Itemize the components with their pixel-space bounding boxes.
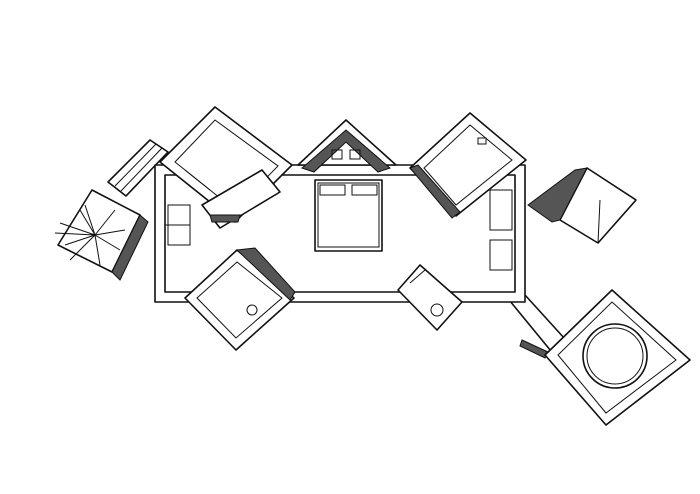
stair-left bbox=[107, 139, 169, 197]
room-bottom-left bbox=[184, 247, 296, 351]
room-top-right bbox=[409, 112, 527, 219]
room-top-center bbox=[297, 119, 397, 173]
room-top-left bbox=[159, 106, 293, 229]
round-room bbox=[544, 289, 691, 426]
plant-icon bbox=[54, 204, 126, 266]
box-bottom bbox=[397, 264, 463, 331]
planter-box bbox=[54, 189, 149, 281]
bed bbox=[314, 179, 383, 252]
box-right bbox=[527, 167, 637, 244]
